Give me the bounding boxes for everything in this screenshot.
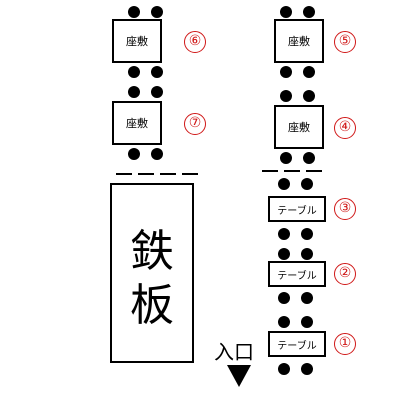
seat [128,6,140,18]
divider-segment [306,170,322,172]
zashiki-7[interactable]: 座敷 [112,101,162,145]
seat [151,6,163,18]
seat-number-1: ① [334,333,356,355]
seat [278,292,290,304]
divider-segment [160,173,176,175]
seat [301,292,313,304]
divider-segment [262,170,278,172]
seat [301,363,313,375]
seat [303,6,315,18]
seat [278,363,290,375]
divider-segment [182,173,198,175]
teppan-label: 鉄 板 [112,225,192,333]
table-1[interactable]: テーブル [268,331,326,357]
seat [128,86,140,98]
zashiki-5[interactable]: 座敷 [274,19,324,63]
seat-number-4: ④ [334,117,356,139]
table-2[interactable]: テーブル [268,261,326,287]
seat [280,6,292,18]
zashiki-5-label: 座敷 [288,35,310,48]
seat [301,248,313,260]
seat [303,152,315,164]
teppan-griddle: 鉄 板 [110,183,194,363]
seat-number-6: ⑥ [184,31,206,53]
seat [278,316,290,328]
seat [280,90,292,102]
zashiki-6-label: 座敷 [126,35,148,48]
table-2-label: テーブル [277,270,317,282]
seat-number-5: ⑤ [334,31,356,53]
table-3-label: テーブル [277,205,317,217]
zashiki-6[interactable]: 座敷 [112,19,162,63]
zashiki-4-label: 座敷 [288,121,310,134]
seat-number-7: ⑦ [184,113,206,135]
seat [278,178,290,190]
seat [301,178,313,190]
entrance-label: 入口 [214,340,254,364]
seat [303,66,315,78]
teppan-char-2: 板 [130,280,174,331]
teppan-char-1: 鉄 [130,226,174,277]
seat [128,66,140,78]
divider-segment [138,173,154,175]
seat [301,228,313,240]
seat [303,90,315,102]
zashiki-7-label: 座敷 [126,117,148,130]
zashiki-4[interactable]: 座敷 [274,105,324,149]
table-1-label: テーブル [277,340,317,352]
seat [280,66,292,78]
table-3[interactable]: テーブル [268,196,326,222]
seat-number-3: ③ [334,198,356,220]
seat [128,148,140,160]
seat [278,248,290,260]
seat [278,228,290,240]
divider-segment [284,170,300,172]
seat [280,152,292,164]
seat [151,66,163,78]
divider-segment [116,173,132,175]
seat-number-2: ② [334,263,356,285]
down-triangle-icon [227,365,251,387]
seat [151,148,163,160]
seat [151,86,163,98]
seat [301,316,313,328]
